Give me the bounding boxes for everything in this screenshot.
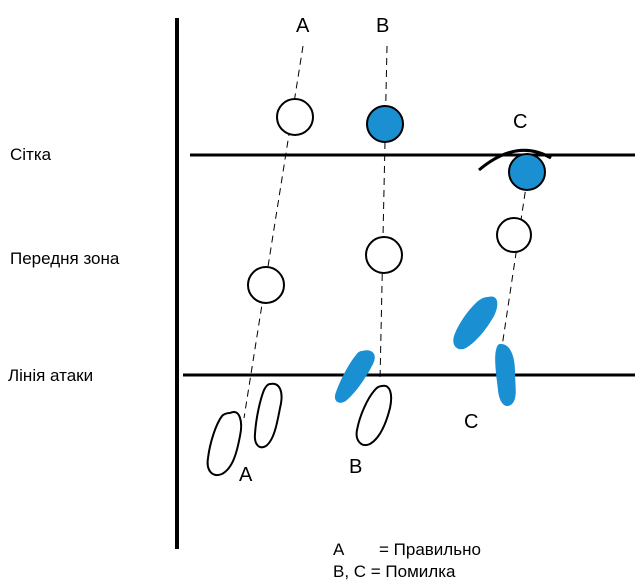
ball-a-upper [276, 98, 314, 136]
legend: A = Правильно B, C = Помилка [333, 540, 481, 581]
footprint-a-left [206, 410, 243, 476]
ball-a-lower [247, 266, 285, 304]
ball-b-upper [366, 105, 404, 143]
ball-c-lower [496, 217, 532, 253]
top-label-a: A [296, 15, 310, 37]
label-net: Сітка [10, 145, 52, 164]
net-arc [478, 148, 552, 172]
footprint-b-outline [355, 384, 393, 446]
footprint-a-right [253, 382, 283, 449]
label-attack-line: Лінія атаки [8, 366, 93, 385]
trajectory-c: C C [453, 111, 552, 433]
footprint-c-front [453, 296, 498, 350]
legend-value-a: = Правильно [379, 540, 481, 559]
ball-c-net [508, 153, 546, 191]
trajectory-c-path [499, 179, 528, 361]
bottom-label-a: A [239, 464, 253, 486]
bottom-label-c: C [464, 411, 478, 433]
trajectory-b-path [379, 45, 388, 381]
trajectory-a: A A [206, 15, 314, 486]
ball-b-lower [365, 236, 403, 274]
top-label-c: C [513, 111, 527, 133]
footprint-b-blue [334, 350, 375, 403]
top-label-b: B [376, 15, 389, 37]
footprint-c-back [495, 343, 516, 407]
legend-key-a: A [333, 540, 345, 559]
legend-line-bc: B, C = Помилка [333, 562, 456, 581]
trajectory-b: B B [334, 15, 404, 478]
bottom-label-b: B [349, 456, 362, 478]
label-front-zone: Передня зона [10, 249, 120, 268]
